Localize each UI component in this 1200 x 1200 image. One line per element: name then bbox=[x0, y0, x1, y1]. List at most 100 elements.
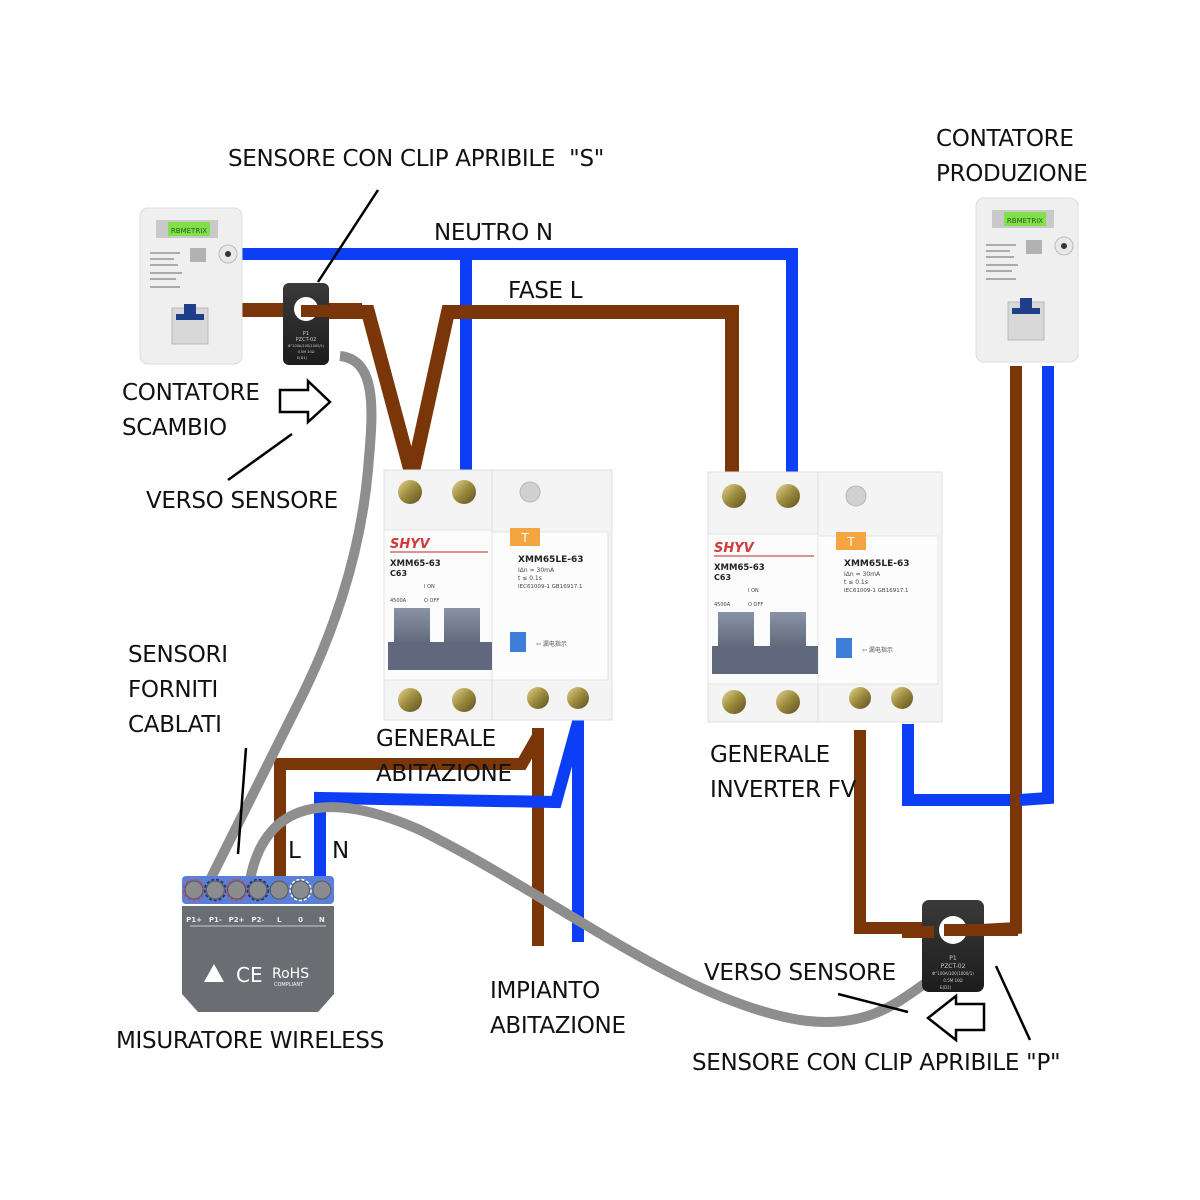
svg-text:O OFF: O OFF bbox=[748, 602, 763, 608]
svg-text:E(D1): E(D1) bbox=[940, 985, 952, 990]
svg-text:⇦ 漏电指示: ⇦ 漏电指示 bbox=[536, 640, 567, 648]
neutral-wire-to-meter bbox=[314, 720, 584, 880]
svg-text:I ON: I ON bbox=[748, 588, 759, 594]
meter-brand: RBMETRIX bbox=[171, 227, 207, 235]
sensor-cable-p bbox=[245, 802, 933, 1027]
svg-text:t ≤ 0.1s: t ≤ 0.1s bbox=[518, 575, 542, 582]
svg-text:C63: C63 bbox=[714, 573, 731, 582]
sensor-cable-s bbox=[205, 351, 377, 883]
test-button[interactable] bbox=[510, 528, 540, 546]
neutral-wire-inverter-out bbox=[902, 724, 1010, 806]
ct-sensor-p: P1 PZCT-02 Φ°100A/100(1000/1) 0.5M 10Ω E… bbox=[902, 900, 1018, 992]
terminal-label: 0 bbox=[298, 916, 303, 924]
label-sensor-s: SENSORE CON CLIP APRIBILE "S" bbox=[228, 146, 605, 172]
svg-text:COMPLIANT: COMPLIANT bbox=[274, 982, 304, 988]
svg-text:T: T bbox=[846, 535, 855, 549]
label-sensor-direction-s: VERSO SENSORE bbox=[146, 488, 338, 514]
terminal-highlight bbox=[289, 878, 312, 902]
breaker-lever[interactable] bbox=[770, 612, 806, 652]
svg-text:PZCT-02: PZCT-02 bbox=[296, 337, 317, 343]
label-production-meter: CONTATORE PRODUZIONE bbox=[936, 126, 1088, 187]
svg-text:0.5M 10Ω: 0.5M 10Ω bbox=[943, 978, 962, 983]
label-main-home-breaker: GENERALE ABITAZIONE bbox=[376, 726, 512, 787]
svg-text:Φ°100A/100(1000/1): Φ°100A/100(1000/1) bbox=[932, 971, 974, 976]
rohs-mark: RoHS bbox=[272, 966, 309, 982]
label-sensor-direction-p: VERSO SENSORE bbox=[704, 960, 896, 986]
breaker-main-inverter: SHYV XMM65-63 C63 4500A I ON O OFF T XMM… bbox=[707, 471, 943, 723]
svg-text:P1: P1 bbox=[949, 955, 957, 962]
label-wired-sensors: SENSORI FORNITI CABLATI bbox=[128, 642, 228, 738]
label-wire-n: N bbox=[332, 838, 349, 864]
pointer-lines bbox=[227, 189, 1032, 1041]
pointer-direction-p bbox=[837, 992, 909, 1014]
ct-sensor-s: P1 PZCT-02 Φ°100A/100(1000/1) 0.5M 10Ω E… bbox=[283, 283, 361, 365]
svg-text:XMM65-63: XMM65-63 bbox=[390, 559, 441, 569]
terminal-label: N bbox=[319, 916, 325, 924]
terminal-highlight bbox=[246, 878, 270, 902]
label-home-system: IMPIANTO ABITAZIONE bbox=[490, 978, 626, 1039]
breaker-brand: SHYV bbox=[390, 537, 431, 552]
neutral-wire-main bbox=[238, 248, 798, 478]
svg-text:XMM65LE-63: XMM65LE-63 bbox=[844, 559, 910, 569]
wireless-meter: P1+ P1- P2+ P2- L 0 N CE RoHS COMPLIANT bbox=[182, 876, 334, 1012]
terminal-screw-p1plus bbox=[184, 880, 204, 900]
pointer-wired-sensors bbox=[236, 747, 248, 855]
neutral-wire-production bbox=[1019, 366, 1054, 806]
svg-text:XMM65-63: XMM65-63 bbox=[714, 563, 765, 573]
breaker-lever[interactable] bbox=[718, 612, 754, 652]
arrow-s bbox=[278, 378, 332, 425]
svg-text:4500A: 4500A bbox=[714, 602, 731, 608]
svg-text:XMM65LE-63: XMM65LE-63 bbox=[518, 555, 584, 565]
svg-text:t ≤ 0.1s: t ≤ 0.1s bbox=[844, 579, 868, 586]
terminal-label: P1+ bbox=[186, 916, 202, 924]
label-exchange-meter: CONTATORE SCAMBIO bbox=[122, 380, 260, 441]
svg-text:E(D1): E(D1) bbox=[297, 356, 307, 360]
svg-text:T: T bbox=[520, 531, 529, 545]
label-neutral: NEUTRO N bbox=[434, 220, 553, 246]
svg-text:C63: C63 bbox=[390, 569, 407, 578]
terminal-screw-p2plus bbox=[227, 880, 247, 900]
svg-text:PZCT-02: PZCT-02 bbox=[941, 963, 966, 970]
meter-display bbox=[1004, 212, 1046, 226]
breaker-lever[interactable] bbox=[444, 608, 480, 648]
ce-mark: CE bbox=[236, 963, 263, 987]
svg-text:4500A: 4500A bbox=[390, 598, 407, 604]
production-meter: RBMETRIX bbox=[975, 197, 1079, 363]
svg-text:IΔn = 30mA: IΔn = 30mA bbox=[844, 571, 881, 578]
pointer-direction-s bbox=[227, 432, 293, 482]
terminal-screw-0 bbox=[291, 880, 310, 900]
arrow-p bbox=[925, 993, 986, 1043]
leak-indicator bbox=[510, 632, 526, 652]
terminal-screw-p2minus bbox=[248, 880, 268, 900]
svg-text:IEC61009-1 GB16917.1: IEC61009-1 GB16917.1 bbox=[518, 584, 582, 590]
phase-wire-production bbox=[945, 366, 1022, 938]
terminal-screw-n bbox=[312, 880, 332, 900]
label-sensor-p: SENSORE CON CLIP APRIBILE "P" bbox=[692, 1050, 1061, 1076]
label-wire-l: L bbox=[288, 838, 301, 864]
screw-terminal bbox=[452, 480, 476, 504]
pointer-sensor-p bbox=[994, 965, 1032, 1041]
terminal-label: P1- bbox=[209, 916, 222, 924]
breaker-lever[interactable] bbox=[394, 608, 430, 648]
svg-text:Φ°100A/100(1000/1): Φ°100A/100(1000/1) bbox=[288, 344, 325, 348]
svg-text:O OFF: O OFF bbox=[424, 598, 439, 604]
breaker-main-home: SHYV XMM65-63 C63 4500A I ON O OFF T XMM… bbox=[383, 469, 613, 721]
svg-text:SHYV: SHYV bbox=[714, 541, 755, 556]
terminal-screw-p1minus bbox=[205, 880, 225, 900]
svg-text:P1: P1 bbox=[303, 331, 309, 337]
svg-text:⇦ 漏电指示: ⇦ 漏电指示 bbox=[862, 646, 893, 654]
svg-text:I ON: I ON bbox=[424, 584, 435, 590]
label-wireless-meter: MISURATORE WIRELESS bbox=[116, 1028, 384, 1054]
screw-terminal bbox=[398, 480, 422, 504]
terminal-label: P2- bbox=[251, 916, 264, 924]
test-button[interactable] bbox=[836, 532, 866, 550]
phase-wire-inverter-out bbox=[854, 730, 924, 934]
terminal-label: P2+ bbox=[229, 916, 245, 924]
meter-brand: RBMETRIX bbox=[1007, 217, 1043, 225]
terminal-label: L bbox=[277, 916, 282, 924]
exchange-meter: RBMETRIX bbox=[139, 207, 243, 365]
meter-display bbox=[168, 222, 210, 236]
svg-text:IΔn = 30mA: IΔn = 30mA bbox=[518, 567, 555, 574]
label-phase: FASE L bbox=[508, 278, 583, 304]
